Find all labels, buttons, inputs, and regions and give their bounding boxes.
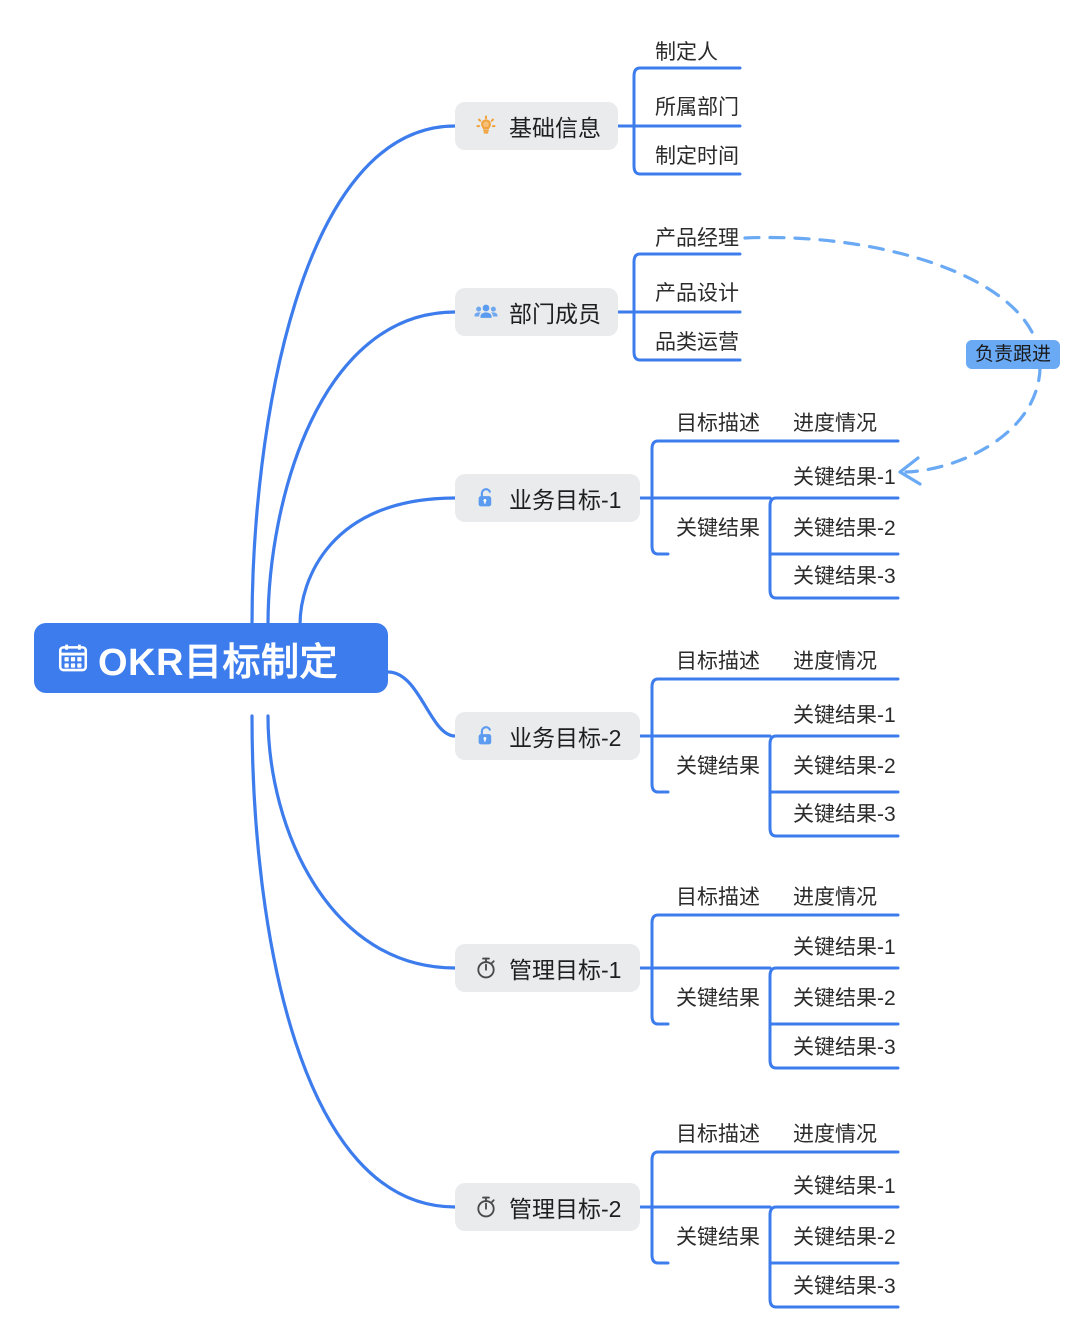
timer-icon: [473, 1194, 499, 1220]
link-root-to-业务目标-1: [298, 496, 457, 627]
leaf-产品设计[interactable]: 产品设计: [655, 282, 739, 305]
column-header-目标描述-1: 目标描述: [676, 412, 760, 435]
leaf-所属部门[interactable]: 所属部门: [655, 96, 739, 119]
column-header-进度情况-1: 进度情况: [793, 412, 877, 435]
timer-icon: [473, 955, 499, 981]
branch-label: 基础信息: [509, 115, 601, 141]
calendar-icon: [56, 641, 90, 675]
root-label: OKR目标制定: [98, 641, 338, 684]
branch-node-管理目标-1[interactable]: 管理目标-1: [455, 944, 640, 992]
branch-label: 管理目标-2: [509, 1196, 622, 1222]
relation-label-badge[interactable]: 负责跟进: [966, 340, 1061, 369]
leaf-品类运营[interactable]: 品类运营: [655, 331, 739, 354]
leaf-关键结果-1-3[interactable]: 关键结果-3: [793, 565, 896, 588]
branch-label: 管理目标-1: [509, 957, 622, 983]
link-kr-spine-2: [768, 734, 788, 838]
leaf-关键结果-4-2[interactable]: 关键结果-2: [793, 1226, 896, 1249]
leaf-产品经理[interactable]: 产品经理: [655, 227, 739, 250]
link-管理目标-2-spine: [650, 1150, 670, 1265]
link-业务目标-2-spine: [650, 677, 670, 794]
lightbulb-icon: [473, 113, 499, 139]
lock-icon: [473, 723, 499, 749]
leaf-关键结果-2-1[interactable]: 关键结果-1: [793, 704, 896, 727]
leaf-关键结果-group-4[interactable]: 关键结果: [676, 1226, 760, 1249]
column-header-进度情况-3: 进度情况: [793, 886, 877, 909]
leaf-关键结果-4-1[interactable]: 关键结果-1: [793, 1175, 896, 1198]
leaf-关键结果-3-3[interactable]: 关键结果-3: [793, 1036, 896, 1059]
link-root-to-基础信息: [250, 124, 457, 627]
column-header-进度情况-4: 进度情况: [793, 1123, 877, 1146]
column-header-目标描述-4: 目标描述: [676, 1123, 760, 1146]
lock-icon: [473, 485, 499, 511]
link-kr-spine-1: [768, 496, 788, 600]
link-部门成员-spine: [632, 252, 652, 362]
relation-arrowhead: [898, 456, 922, 486]
branch-node-业务目标-2[interactable]: 业务目标-2: [455, 712, 640, 760]
column-header-进度情况-2: 进度情况: [793, 650, 877, 673]
link-管理目标-1-spine: [650, 913, 670, 1026]
leaf-关键结果-4-3[interactable]: 关键结果-3: [793, 1275, 896, 1298]
link-root-to-管理目标-1: [266, 714, 457, 970]
leaf-关键结果-1-1[interactable]: 关键结果-1: [793, 466, 896, 489]
branch-label: 业务目标-1: [509, 487, 622, 513]
link-kr-spine-3: [768, 966, 788, 1070]
root-node[interactable]: OKR目标制定: [34, 623, 388, 693]
link-基础信息-spine: [632, 66, 652, 176]
leaf-关键结果-2-3[interactable]: 关键结果-3: [793, 803, 896, 826]
branch-node-基础信息[interactable]: 基础信息: [455, 102, 618, 150]
leaf-关键结果-group-2[interactable]: 关键结果: [676, 755, 760, 778]
link-root-to-管理目标-2: [250, 714, 457, 1209]
column-header-目标描述-2: 目标描述: [676, 650, 760, 673]
link-kr-spine-4: [768, 1205, 788, 1309]
people-icon: [473, 299, 499, 325]
link-root-to-部门成员: [266, 310, 457, 627]
leaf-关键结果-1-2[interactable]: 关键结果-2: [793, 517, 896, 540]
leaf-关键结果-group-3[interactable]: 关键结果: [676, 987, 760, 1010]
leaf-关键结果-3-2[interactable]: 关键结果-2: [793, 987, 896, 1010]
leaf-制定人[interactable]: 制定人: [655, 41, 718, 64]
branch-node-业务目标-1[interactable]: 业务目标-1: [455, 474, 640, 522]
branch-label: 业务目标-2: [509, 725, 622, 751]
branch-label: 部门成员: [509, 301, 601, 327]
column-header-目标描述-3: 目标描述: [676, 886, 760, 909]
leaf-关键结果-group-1[interactable]: 关键结果: [676, 517, 760, 540]
leaf-制定时间[interactable]: 制定时间: [655, 145, 739, 168]
leaf-关键结果-2-2[interactable]: 关键结果-2: [793, 755, 896, 778]
leaf-关键结果-3-1[interactable]: 关键结果-1: [793, 936, 896, 959]
link-root-to-业务目标-2: [386, 670, 457, 738]
link-业务目标-1-spine: [650, 439, 670, 556]
branch-node-管理目标-2[interactable]: 管理目标-2: [455, 1183, 640, 1231]
branch-node-部门成员[interactable]: 部门成员: [455, 288, 618, 336]
